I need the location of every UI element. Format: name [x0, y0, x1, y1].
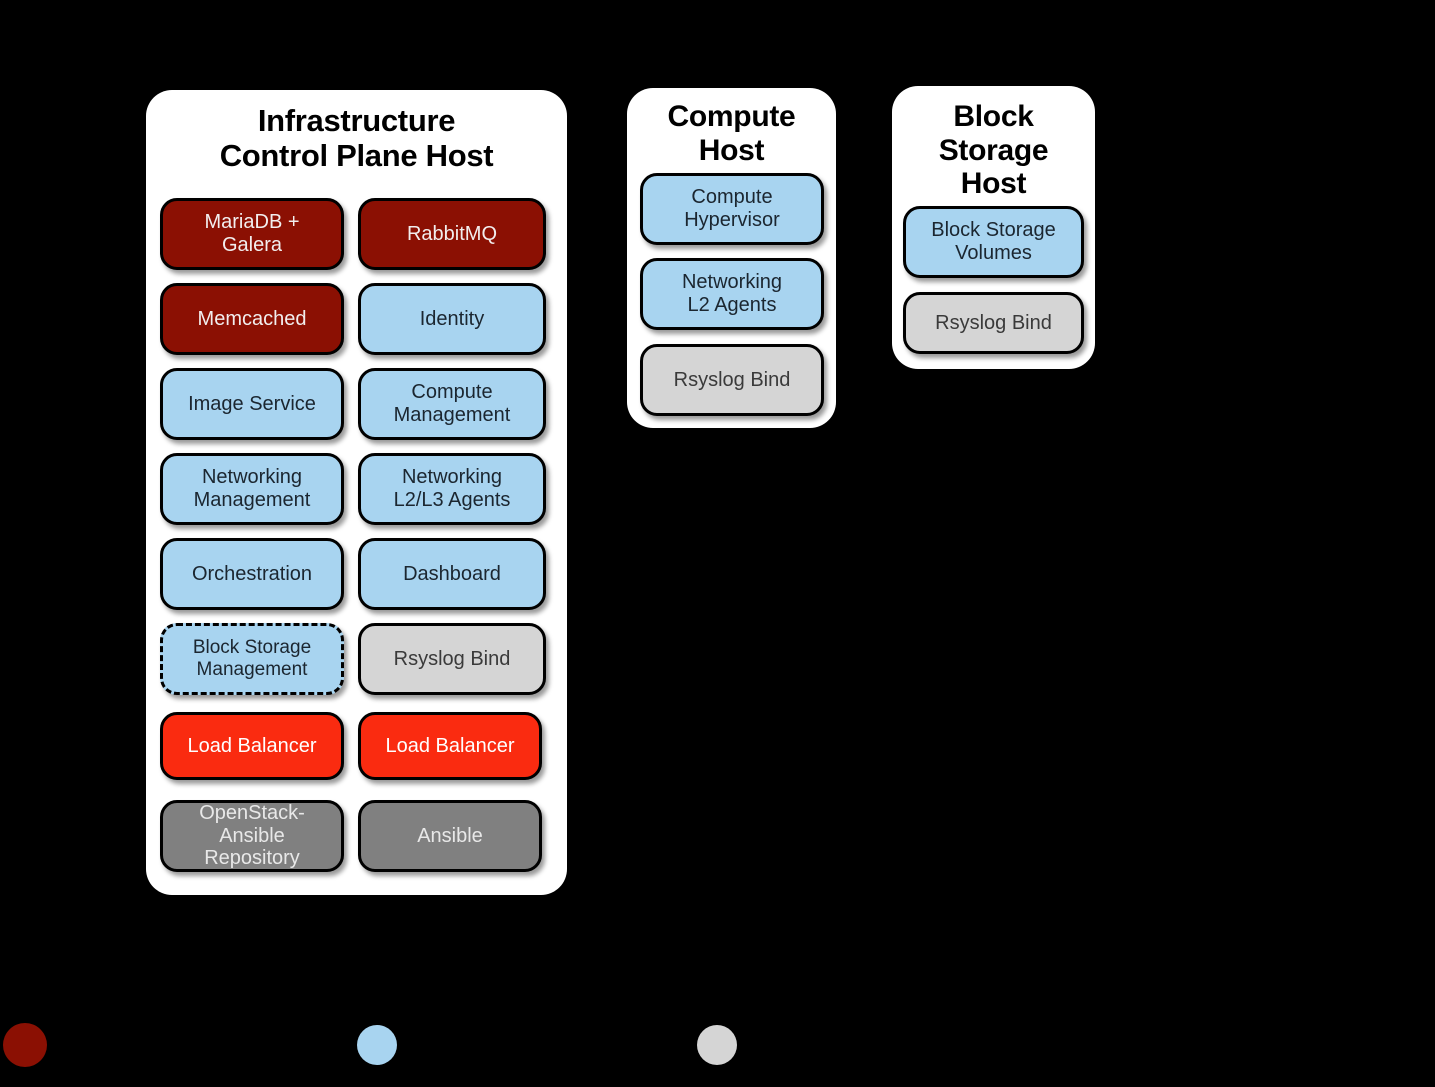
component-load-balancer-left[interactable]: Load Balancer [160, 712, 344, 780]
component-label: Ansible [417, 824, 483, 847]
component-rsyslog-bind-block-storage[interactable]: Rsyslog Bind [903, 292, 1084, 354]
component-mariadb-galera[interactable]: MariaDB + Galera [160, 198, 344, 270]
component-label: Block Storage Volumes [931, 219, 1056, 264]
component-ansible[interactable]: Ansible [358, 800, 542, 872]
component-label: Rsyslog Bind [673, 368, 791, 391]
component-compute-management[interactable]: Compute Management [358, 368, 546, 440]
component-rsyslog-bind-control-plane[interactable]: Rsyslog Bind [358, 623, 546, 695]
component-label: Rsyslog Bind [393, 647, 511, 670]
component-label: Memcached [197, 307, 307, 330]
host-panel-compute: Compute Host Compute Hypervisor Networki… [627, 88, 836, 428]
component-label: Orchestration [191, 562, 313, 585]
component-label: Image Service [188, 392, 316, 415]
component-networking-management[interactable]: Networking Management [160, 453, 344, 525]
component-load-balancer-right[interactable]: Load Balancer [358, 712, 542, 780]
host-title-compute: Compute Host [627, 100, 836, 167]
host-title-line1: Infrastructure [257, 103, 456, 138]
component-image-service[interactable]: Image Service [160, 368, 344, 440]
host-panel-infrastructure-control-plane: Infrastructure Control Plane Host MariaD… [146, 90, 567, 895]
legend-dot-logging-service [697, 1025, 737, 1065]
host-panel-block-storage: Block Storage Host Block Storage Volumes… [892, 86, 1095, 369]
component-label: Networking L2/L3 Agents [393, 466, 511, 511]
component-rsyslog-bind-compute[interactable]: Rsyslog Bind [640, 344, 824, 416]
component-label: Compute Management [393, 381, 511, 426]
component-openstack-ansible-repository[interactable]: OpenStack- Ansible Repository [160, 800, 344, 872]
component-label: Load Balancer [385, 734, 515, 757]
component-dashboard[interactable]: Dashboard [358, 538, 546, 610]
component-label: Identity [419, 307, 485, 330]
host-title-line2: Control Plane Host [219, 137, 494, 173]
component-label: Compute Hypervisor [684, 186, 780, 231]
component-compute-hypervisor[interactable]: Compute Hypervisor [640, 173, 824, 245]
host-title-line1: Block [953, 100, 1034, 133]
component-label: Load Balancer [187, 734, 317, 757]
component-label: Dashboard [403, 562, 501, 585]
component-networking-l2-l3-agents[interactable]: Networking L2/L3 Agents [358, 453, 546, 525]
component-label: Block Storage Management [192, 637, 312, 680]
component-memcached[interactable]: Memcached [160, 283, 344, 355]
component-orchestration[interactable]: Orchestration [160, 538, 344, 610]
component-identity[interactable]: Identity [358, 283, 546, 355]
component-label: RabbitMQ [406, 222, 498, 245]
component-label: Networking Management [193, 466, 311, 511]
host-title-line3: Host [960, 167, 1027, 201]
component-label: Rsyslog Bind [935, 311, 1052, 334]
component-block-storage-volumes[interactable]: Block Storage Volumes [903, 206, 1084, 278]
component-label: OpenStack- Ansible Repository [199, 801, 305, 870]
component-networking-l2-agents[interactable]: Networking L2 Agents [640, 258, 824, 330]
legend-dot-openstack-service [357, 1025, 397, 1065]
host-title-line1: Compute [667, 100, 796, 133]
host-title-block-storage: Block Storage Host [896, 100, 1091, 201]
host-title-line2: Storage [938, 133, 1049, 167]
host-title-line2: Host [698, 133, 765, 167]
component-block-storage-management[interactable]: Block Storage Management [160, 623, 344, 695]
component-label: MariaDB + Galera [204, 211, 300, 256]
host-title-infrastructure-control-plane: Infrastructure Control Plane Host [146, 103, 567, 173]
legend-dot-infrastructure-service [3, 1023, 47, 1067]
component-rabbitmq[interactable]: RabbitMQ [358, 198, 546, 270]
component-label: Networking L2 Agents [681, 271, 783, 316]
